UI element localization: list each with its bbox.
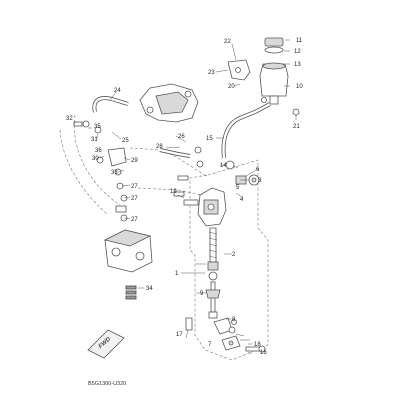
callout-32: 32 xyxy=(66,116,73,122)
callout-3: 3 xyxy=(258,178,262,184)
caliper-bracket xyxy=(139,83,199,123)
lower-dashed-line xyxy=(137,187,207,197)
callout-20: 20 xyxy=(228,84,235,90)
small-fasteners xyxy=(228,319,237,334)
callout-17: 17 xyxy=(176,332,183,338)
callout-21: 21 xyxy=(293,124,300,130)
callout-22: 22 xyxy=(224,39,231,45)
banjo-bolts-left xyxy=(73,120,128,222)
brake-line-left xyxy=(159,146,204,181)
callout-33: 33 xyxy=(111,170,118,176)
callout-2: 2 xyxy=(232,252,236,258)
callout-9: 9 xyxy=(200,291,204,297)
callout-4: 4 xyxy=(240,197,244,203)
assembly-outline xyxy=(189,159,269,361)
fwd-arrow-icon: FWD xyxy=(87,329,125,359)
callout-15: 15 xyxy=(206,136,213,142)
callout-1: 1 xyxy=(175,271,179,277)
callout-14: 14 xyxy=(220,163,227,169)
callout-34: 34 xyxy=(146,286,153,292)
callout-7: 7 xyxy=(208,342,212,348)
diagram-code: B5G1300-U320 xyxy=(88,381,126,387)
callout-19: 19 xyxy=(170,189,177,195)
callout-12: 12 xyxy=(294,49,301,55)
callout-5: 5 xyxy=(236,185,240,191)
reservoir-hose xyxy=(221,102,271,159)
callout-8: 8 xyxy=(232,317,236,323)
callout-11: 11 xyxy=(296,38,303,44)
callout-26: 26 xyxy=(178,134,185,140)
callout-27-c: 27 xyxy=(131,217,138,223)
callout-13: 13 xyxy=(294,62,301,68)
callout-30: 30 xyxy=(92,156,99,162)
callout-27-a: 27 xyxy=(131,184,138,190)
callout-23: 23 xyxy=(208,70,215,76)
grommet-34 xyxy=(125,285,137,300)
callout-31: 31 xyxy=(91,137,98,143)
callout-labels: 1 2 3 4 5 6 7 8 9 10 11 12 13 14 15 16 1… xyxy=(66,38,303,356)
callout-28: 28 xyxy=(156,144,163,150)
callout-leaders xyxy=(73,39,297,354)
abs-unit-block xyxy=(103,229,153,273)
callout-35: 35 xyxy=(94,124,101,130)
callout-25: 25 xyxy=(122,138,129,144)
routing-dashed xyxy=(59,129,109,216)
callout-24: 24 xyxy=(114,88,121,94)
callout-27-b: 27 xyxy=(131,196,138,202)
callout-18: 18 xyxy=(254,342,261,348)
master-cylinder xyxy=(173,187,227,227)
brake-hose-left xyxy=(92,96,129,113)
push-rod xyxy=(205,281,221,319)
reservoir-tank xyxy=(259,37,289,105)
callout-6: 6 xyxy=(256,167,260,173)
fastener-21 xyxy=(261,97,300,116)
clevis-group xyxy=(185,317,266,353)
callout-36: 36 xyxy=(95,148,102,154)
piston-assembly xyxy=(207,227,219,281)
callout-16: 16 xyxy=(260,350,267,356)
callout-29: 29 xyxy=(131,158,138,164)
callout-10: 10 xyxy=(296,84,303,90)
reservoir-bracket xyxy=(227,59,251,81)
